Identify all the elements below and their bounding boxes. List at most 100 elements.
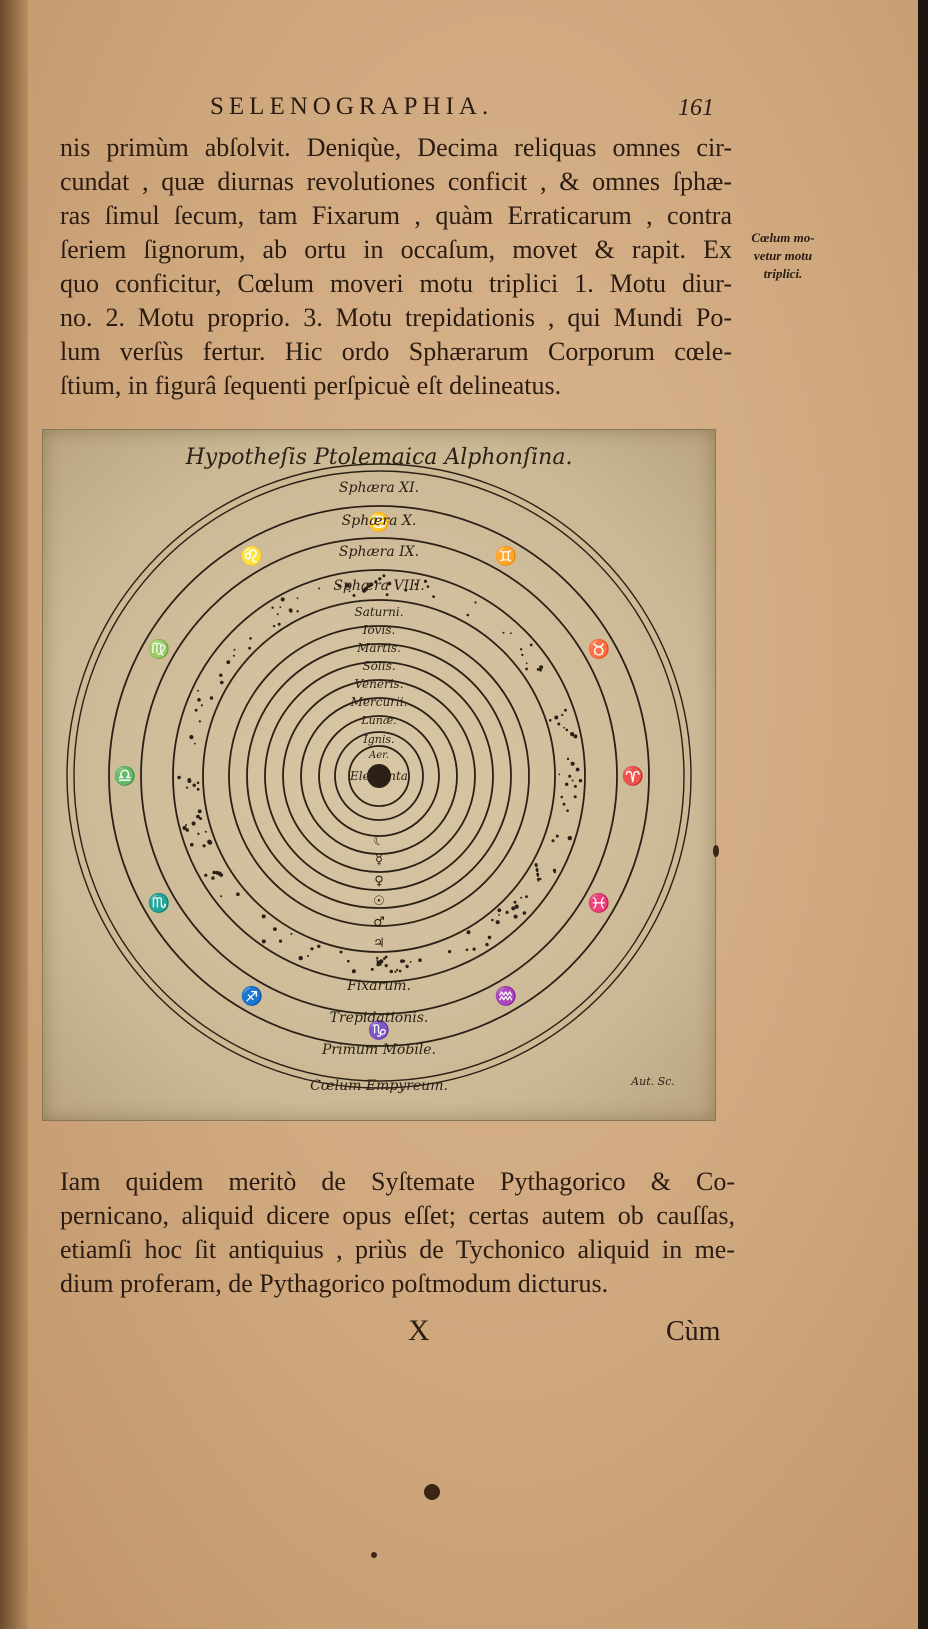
star	[536, 875, 539, 877]
ink-spot	[371, 1552, 377, 1558]
star	[345, 583, 350, 588]
engraver-signature: Aut. Sc.	[630, 1075, 675, 1088]
star	[573, 784, 577, 788]
star	[288, 608, 293, 613]
paragraph-1: nis primùm abſolvit. Deniqùe, Decima rel…	[60, 131, 732, 403]
text-line: nis primùm abſolvit. Deniqùe, Decima rel…	[60, 133, 732, 162]
star	[197, 698, 201, 702]
paragraph-2: Iam quidem meritò de Syſtemate Pythagori…	[60, 1165, 735, 1301]
star	[352, 594, 356, 597]
sphere-label: Sphæra VIII.	[333, 578, 424, 594]
margin-note-line: vetur motu	[753, 248, 813, 263]
star	[567, 835, 572, 841]
star	[558, 773, 561, 776]
star	[485, 942, 489, 947]
figure-title: Hypotheſis Ptolemaica Alphonſina.	[185, 445, 573, 470]
sphere-ring	[246, 643, 512, 909]
star	[578, 779, 583, 783]
star	[502, 631, 505, 634]
star	[465, 948, 469, 952]
star	[370, 967, 374, 971]
star	[565, 782, 569, 786]
star	[566, 809, 569, 812]
star	[539, 665, 544, 670]
star	[191, 821, 196, 826]
planet-label: Lunæ.	[360, 714, 396, 727]
star	[198, 720, 201, 723]
star	[199, 817, 203, 821]
star	[491, 918, 494, 922]
star	[525, 895, 528, 898]
star	[347, 959, 350, 963]
star	[196, 787, 200, 791]
star	[204, 873, 208, 877]
star	[394, 970, 397, 973]
star	[513, 900, 517, 904]
geocentric-diagram: Hypotheſis Ptolemaica Alphonſina. ♈♉♊♋♌♍…	[66, 445, 692, 1094]
star	[279, 606, 282, 609]
star	[555, 834, 559, 838]
star	[233, 648, 236, 651]
star	[377, 960, 382, 966]
star	[197, 689, 199, 692]
star	[185, 786, 189, 789]
sphere-ring	[202, 599, 556, 953]
earth-globe	[367, 764, 391, 788]
star	[536, 872, 540, 876]
text-line: pernicano, aliquid dicere opus eſſet; ce…	[60, 1201, 735, 1230]
margin-note-line: triplici.	[763, 266, 803, 281]
planet-label: Mercurii.	[350, 695, 408, 709]
star	[448, 950, 452, 954]
star	[525, 662, 528, 665]
taurus-icon: ♉	[588, 638, 610, 660]
star	[337, 584, 341, 588]
star	[310, 947, 314, 951]
sphere-ring	[264, 661, 494, 891]
star	[472, 947, 476, 951]
star	[383, 957, 386, 960]
star	[280, 597, 285, 602]
star	[505, 910, 509, 914]
star	[572, 763, 575, 766]
text-line: no. 2. Motu proprio. 3. Motu trepidation…	[60, 303, 732, 332]
star	[384, 964, 388, 968]
sphere-ring	[300, 697, 458, 855]
star	[226, 660, 231, 665]
text-line: ſtium, in figurâ ſequenti perſpicuè eſt …	[60, 371, 562, 400]
star	[382, 574, 386, 578]
star	[520, 896, 523, 899]
scorpio-icon: ♏	[148, 892, 170, 914]
ink-spot	[424, 1484, 440, 1500]
planet-label: Aer.	[368, 750, 389, 761]
star	[570, 732, 575, 737]
lower-label: Trepidationis.	[330, 1010, 429, 1026]
aquarius-icon: ♒	[495, 985, 517, 1007]
star	[536, 877, 540, 881]
star	[566, 757, 570, 761]
star	[551, 839, 555, 843]
text-line: dium proferam, de Pythagorico poſtmodum …	[60, 1269, 609, 1298]
star	[511, 906, 516, 911]
mercury-symbol: ☿	[375, 853, 383, 868]
center-label: Elementa	[349, 769, 408, 783]
star	[474, 601, 477, 604]
star	[369, 583, 373, 587]
star	[318, 587, 321, 590]
star	[185, 824, 188, 826]
star	[385, 593, 389, 597]
planet-label: Veneris.	[354, 677, 403, 691]
star	[307, 955, 309, 957]
pisces-icon: ♓	[588, 892, 610, 914]
catchword: Cùm	[666, 1316, 721, 1347]
star	[189, 735, 194, 740]
star	[261, 914, 266, 919]
star	[562, 802, 566, 806]
text-line: ras ſimul ſecum, tam Fixarum , quàm Erra…	[60, 201, 732, 230]
sphere-ring	[66, 463, 692, 1089]
star	[219, 673, 223, 677]
lower-label: Primum Mobile.	[321, 1042, 436, 1058]
star	[351, 969, 356, 974]
star	[211, 876, 215, 880]
planet-label: Saturni.	[354, 605, 403, 619]
